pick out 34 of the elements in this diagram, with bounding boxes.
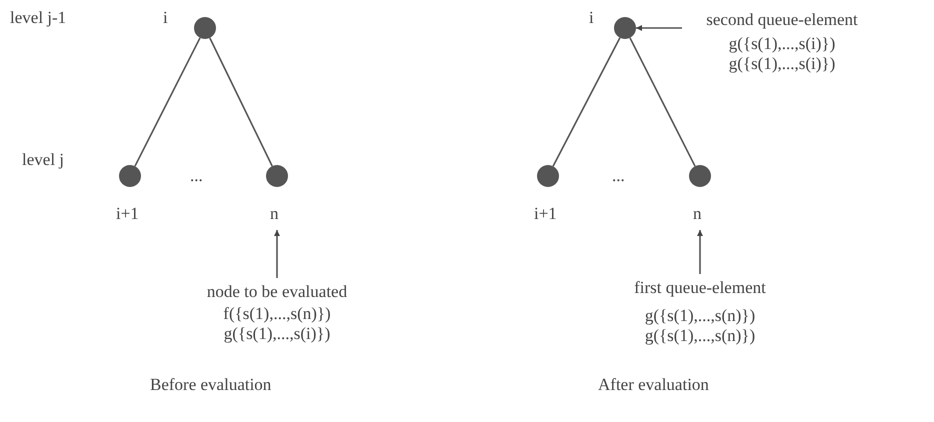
level-label: level j-1 — [10, 8, 66, 28]
arrow — [697, 230, 703, 274]
arrow — [636, 25, 682, 31]
panel-caption: Before evaluation — [150, 375, 272, 395]
node-label: i — [163, 8, 168, 28]
annotation-heading: first queue-element — [634, 278, 766, 298]
ellipsis-text: ... — [190, 166, 203, 186]
tree-node — [194, 17, 216, 39]
tree-edge — [629, 37, 696, 167]
node-label: i — [589, 8, 594, 28]
node-label: i+1 — [116, 204, 139, 224]
tree-node — [614, 17, 636, 39]
formula-text: g({s(1),...,s(n)}) — [644, 326, 756, 346]
node-label: i+1 — [534, 204, 557, 224]
panel-caption: After evaluation — [598, 375, 709, 395]
annotation-heading: node to be evaluated — [206, 282, 348, 302]
tree-node — [689, 165, 711, 187]
tree-node — [537, 165, 559, 187]
node-label: n — [693, 204, 702, 224]
formula-text: g({s(1),...,s(i)}) — [224, 324, 330, 344]
tree-edge — [209, 38, 273, 166]
tree-node — [266, 165, 288, 187]
formula-text: f({s(1),...,s(n)}) — [223, 304, 331, 324]
formula-text: g({s(1),...,s(i)}) — [728, 34, 836, 54]
tree-edge — [552, 37, 621, 167]
formula-text: g({s(1),...,s(i)}) — [728, 54, 836, 74]
annotation-heading: second queue-element — [706, 10, 858, 30]
arrow — [274, 230, 280, 278]
tree-edge — [134, 37, 201, 167]
node-label: n — [270, 204, 278, 224]
level-label: level j — [22, 150, 64, 170]
formula-text: g({s(1),...,s(n)}) — [644, 306, 756, 326]
ellipsis-text: ... — [612, 166, 625, 186]
tree-node — [119, 165, 141, 187]
